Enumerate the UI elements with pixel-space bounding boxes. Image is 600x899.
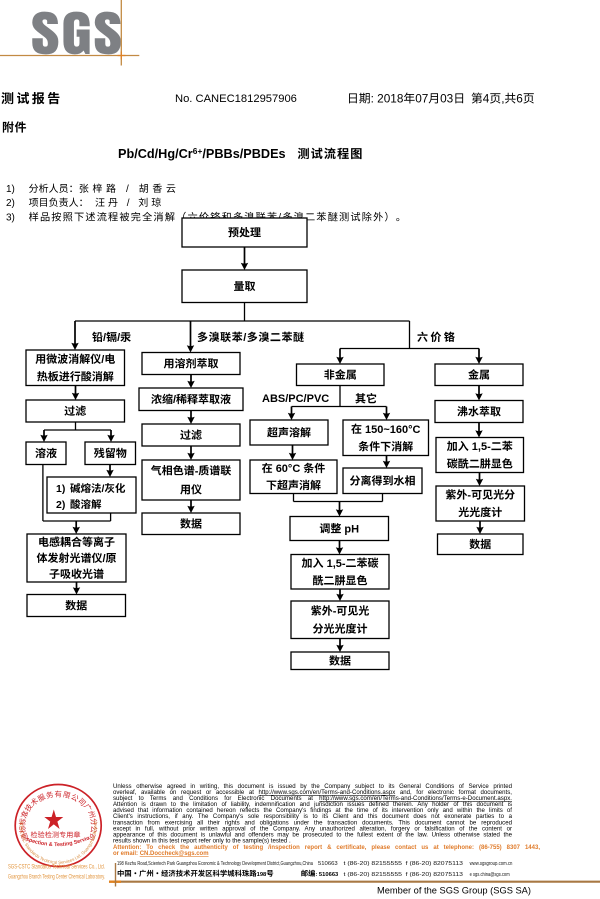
svg-text:1,5-: 1,5-: [327, 558, 346, 570]
svg-text:4: 4: [483, 92, 490, 106]
svg-text:No. CANEC1812957906: No. CANEC1812957906: [175, 93, 297, 105]
svg-text:/: /: [243, 332, 247, 344]
svg-text:: 2018: : 2018: [371, 92, 404, 106]
svg-text:t (86-20) 82155555: t (86-20) 82155555: [344, 861, 403, 867]
svg-text:pH: pH: [344, 523, 359, 535]
svg-text:60°C: 60°C: [276, 463, 301, 475]
svg-text:6: 6: [516, 92, 523, 106]
svg-text:transaction from exercising al: transaction from exercising all their ri…: [113, 819, 512, 826]
svg-text:or email: CN.Doccheck@sgs.com: or email: CN.Doccheck@sgs.com: [113, 851, 209, 857]
svg-text:ABS/PC/PVC: ABS/PC/PVC: [262, 393, 329, 405]
svg-text:Member of the SGS Group (SGS S: Member of the SGS Group (SGS SA): [377, 886, 531, 896]
svg-text:/: /: [101, 354, 104, 366]
svg-text:198 Kezhu Road,Scientech Park: 198 Kezhu Road,Scientech Park Guangzhou …: [117, 861, 313, 867]
svg-text:1): 1): [6, 184, 15, 195]
svg-text:/: /: [103, 332, 106, 344]
svg-text:www.sgsgroup.com.cn: www.sgsgroup.com.cn: [469, 861, 513, 867]
svg-text:t (86-20) 82155555: t (86-20) 82155555: [344, 872, 403, 878]
svg-text:Pb/Cd/Hg/Cr: Pb/Cd/Hg/Cr: [118, 147, 193, 161]
svg-text:subject to Terms and Condition: subject to Terms and Conditions for Elec…: [113, 795, 512, 802]
svg-text:f (86-20) 82075113: f (86-20) 82075113: [406, 872, 463, 878]
svg-text:07: 07: [415, 92, 428, 106]
svg-text:3): 3): [6, 213, 15, 224]
svg-text:Client's instructions, if any.: Client's instructions, if any. The Compa…: [113, 813, 513, 820]
svg-text:f (86-20) 82075113: f (86-20) 82075113: [406, 861, 463, 867]
svg-text:-: -: [467, 490, 471, 502]
svg-text:1): 1): [56, 483, 65, 495]
svg-text:advised that information conta: advised that information contained hereo…: [113, 807, 512, 814]
svg-text:/: /: [126, 184, 132, 195]
svg-text:6+: 6+: [193, 146, 203, 156]
svg-text:: 510663: : 510663: [315, 872, 339, 878]
svg-text:/: /: [173, 394, 176, 406]
svg-text:except in full, without prior: except in full, without prior written ap…: [113, 825, 512, 832]
svg-text:Attention: To check the authen: Attention: To check the authenticity of …: [113, 845, 540, 851]
svg-text:/: /: [102, 483, 105, 495]
svg-text:/PBBs/PBDEs: /PBBs/PBDEs: [202, 147, 285, 161]
svg-text:/: /: [127, 198, 133, 209]
svg-text:03: 03: [440, 92, 454, 106]
svg-text:-: -: [195, 465, 199, 477]
svg-text:overleaf, available on request: overleaf, available on request or access…: [113, 789, 512, 796]
svg-text:1,5-: 1,5-: [472, 441, 491, 453]
svg-text:2): 2): [56, 499, 65, 511]
svg-text:150~160°C: 150~160°C: [365, 424, 421, 436]
svg-text:,: ,: [501, 92, 504, 106]
svg-text:appearance of this document is: appearance of this document is unlawful …: [113, 831, 513, 838]
svg-text:results shown in this test rep: results shown in this test report refer …: [113, 838, 291, 845]
svg-text:-: -: [333, 606, 337, 618]
svg-text:198: 198: [257, 872, 267, 878]
svg-text:SGS-CSTC Standards Technical S: SGS-CSTC Standards Technical Services Co…: [8, 864, 105, 871]
svg-text:/: /: [117, 332, 120, 344]
svg-text:510663: 510663: [318, 861, 338, 867]
svg-text:2): 2): [6, 198, 15, 209]
svg-text:Guangzhou Branch Testing Cente: Guangzhou Branch Testing Center Chemical…: [8, 874, 105, 881]
svg-text:/: /: [103, 553, 106, 565]
svg-text:Attention is drawn to the limi: Attention is drawn to the limitation of …: [113, 801, 512, 808]
svg-text:e sgs.china@sgs.com: e sgs.china@sgs.com: [470, 872, 510, 878]
svg-text:Unless otherwise agreed in wri: Unless otherwise agreed in writing, this…: [113, 783, 512, 790]
